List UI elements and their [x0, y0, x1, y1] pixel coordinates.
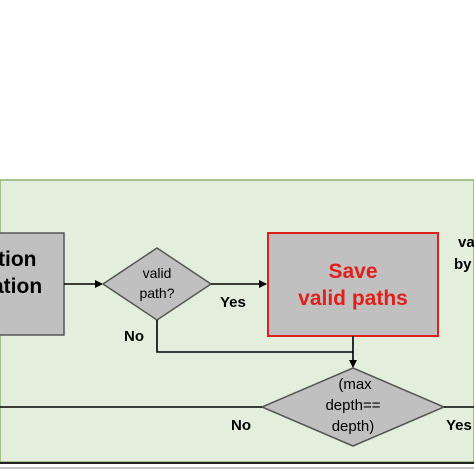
- decision-max-depth-line2: depth==: [325, 397, 380, 414]
- process-box-save-line2: valid paths: [298, 287, 408, 310]
- edge-label-yes-depth: Yes: [446, 417, 472, 434]
- line-no-valid: [156, 320, 353, 353]
- edge-label-yes-valid: Yes: [220, 294, 246, 311]
- decision-valid-path-line1: valid: [143, 265, 172, 281]
- decision-valid-path-line2: path?: [139, 285, 174, 301]
- decision-max-depth: [260, 367, 446, 447]
- edge-label-no-valid: No: [124, 328, 144, 345]
- process-box-save-line1: Save: [328, 260, 377, 283]
- process-box-left-line1: tion: [0, 248, 36, 271]
- process-box-save: [267, 232, 439, 337]
- decision-max-depth-line1: (max: [338, 376, 372, 393]
- right-note-line1: va: [458, 234, 474, 251]
- decision-max-depth-line3: depth): [332, 418, 375, 435]
- right-note-line2: by: [454, 256, 472, 273]
- process-box-left: [0, 232, 65, 336]
- edge-label-no-depth: No: [231, 417, 251, 434]
- process-box-left-line2: ation: [0, 275, 42, 298]
